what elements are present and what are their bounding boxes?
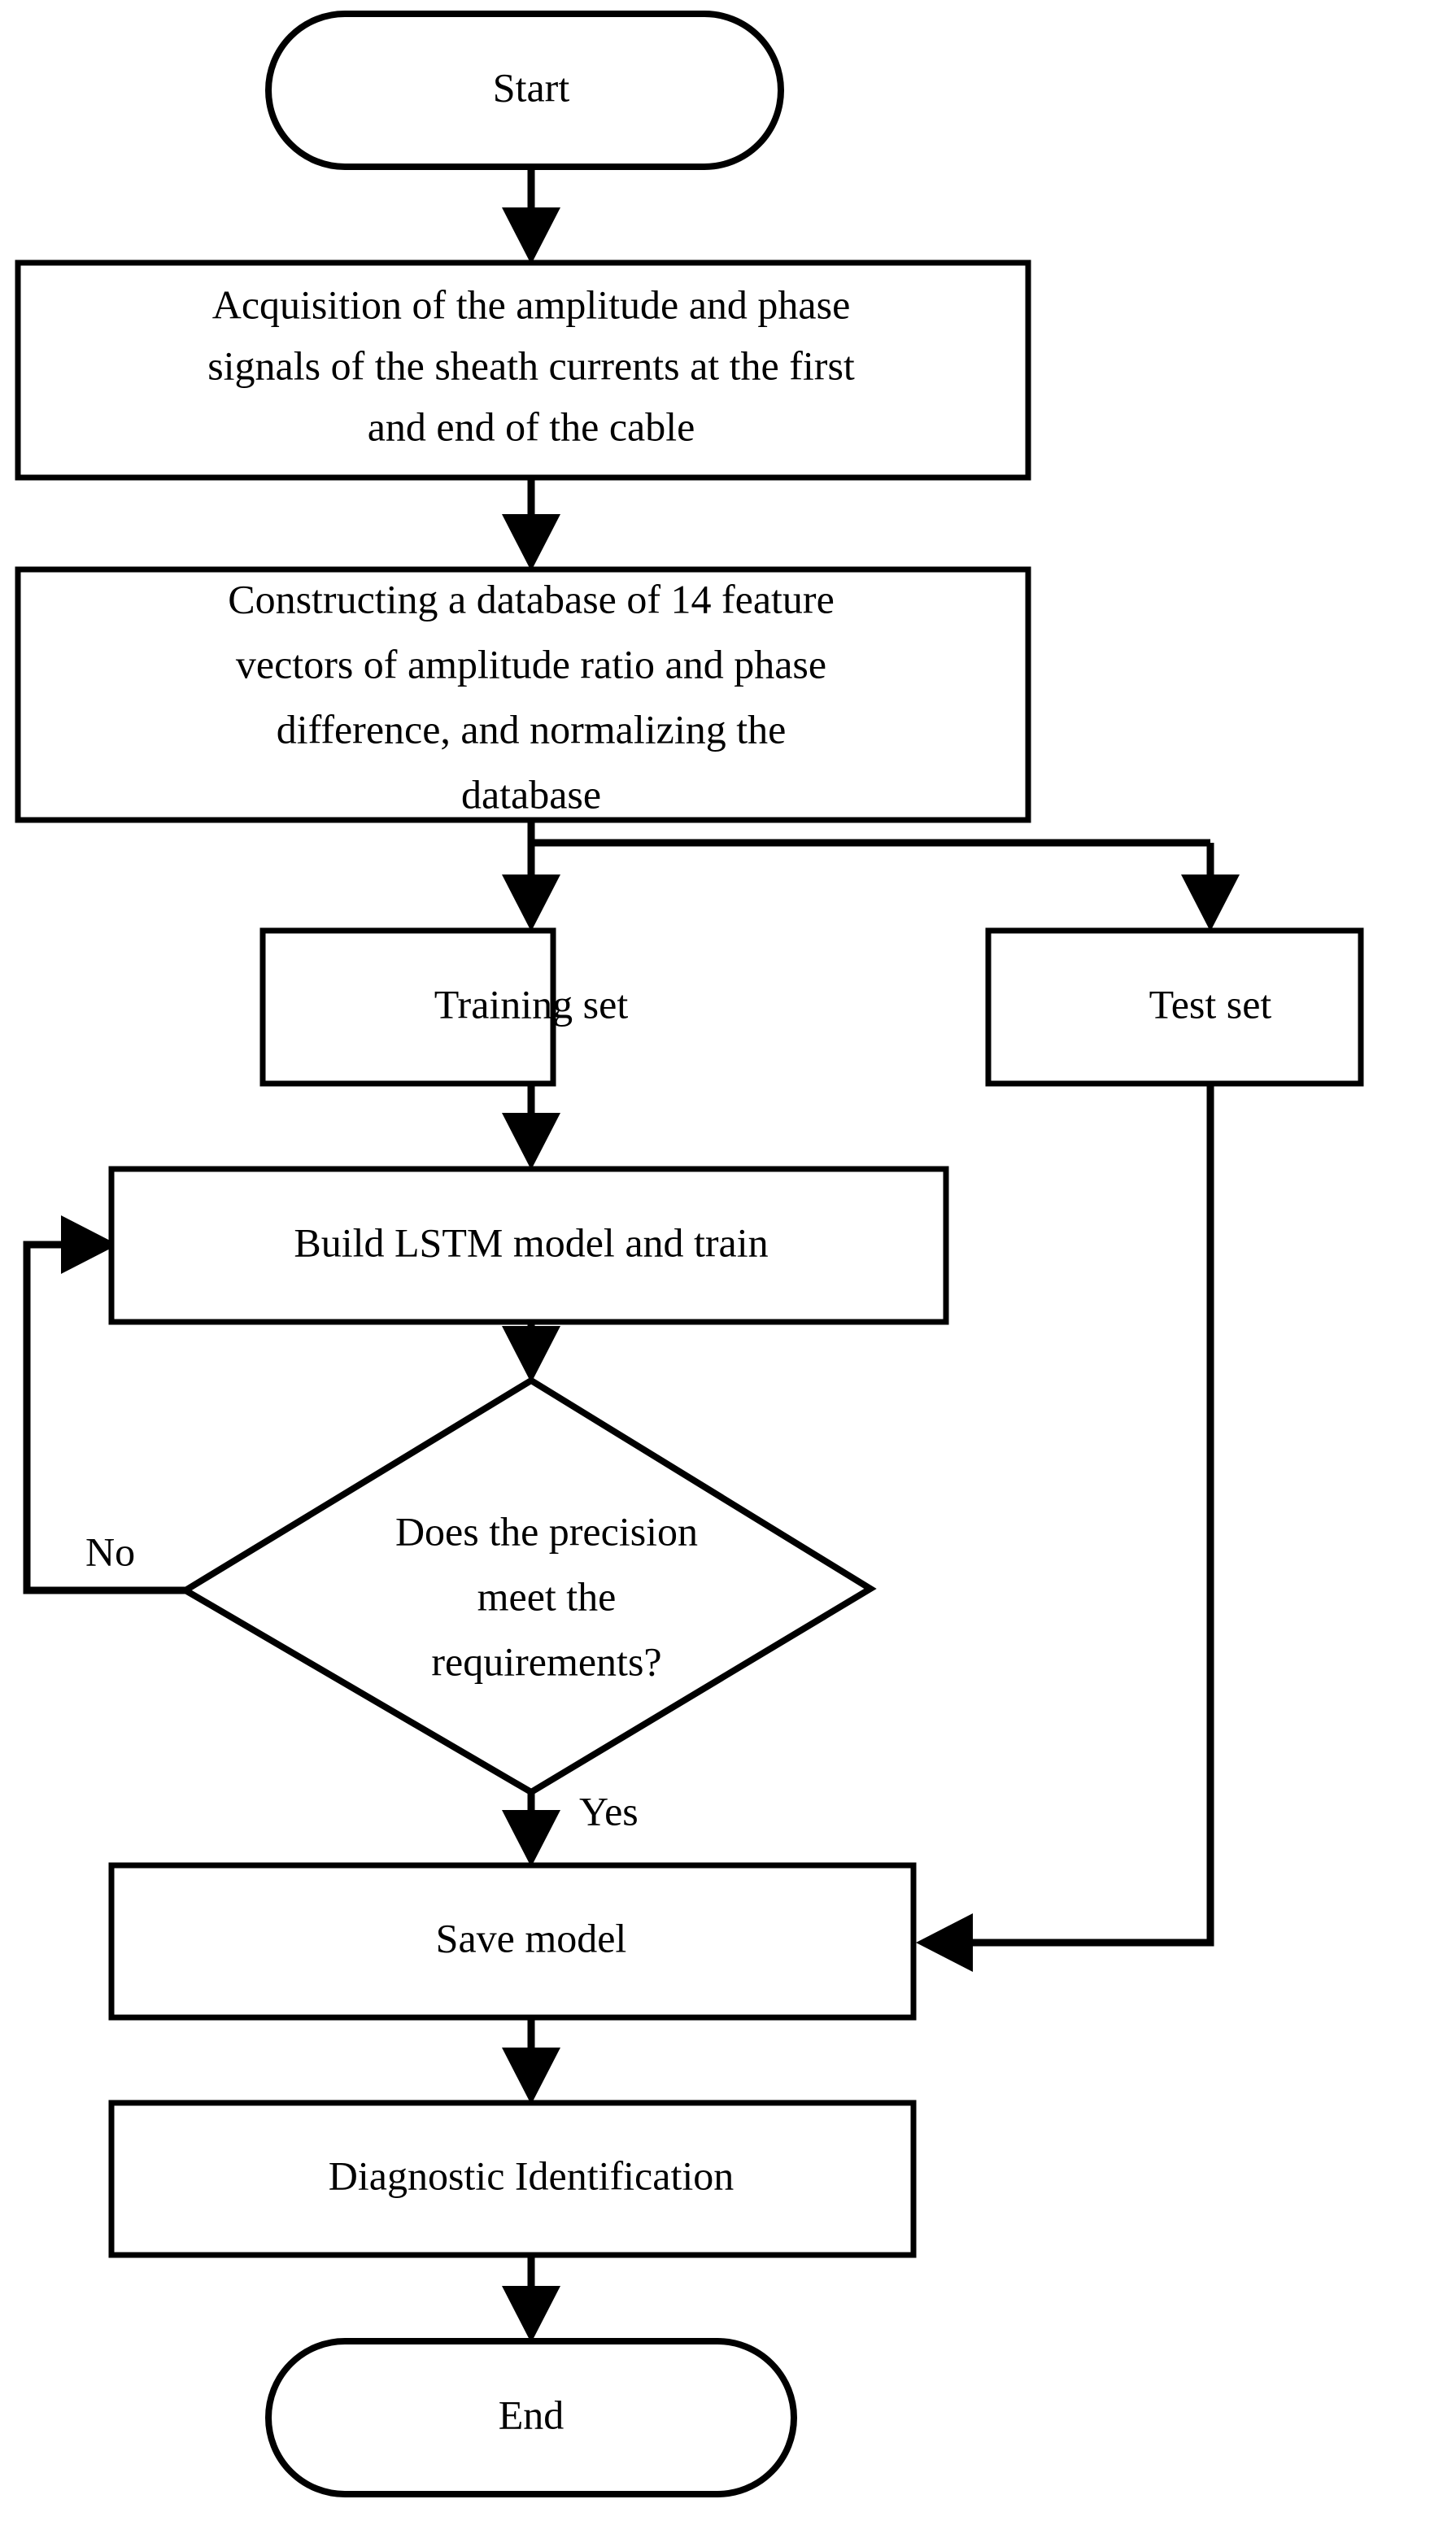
database-line-3: difference, and normalizing the: [277, 706, 787, 752]
node-acquisition[interactable]: Acquisition of the amplitude and phase s…: [15, 260, 1031, 481]
connector-build-lstm-to-decision: [502, 1322, 560, 1383]
end-shape: [265, 2338, 797, 2497]
save-model-shape: [108, 1862, 917, 2021]
database-line-1: Constructing a database of 14 feature: [228, 576, 835, 622]
edge-label-yes: Yes: [579, 1788, 639, 1834]
acquisition-line-2: signals of the sheath currents at the fi…: [207, 342, 855, 388]
training-set-label: Training set: [434, 981, 629, 1027]
connector-yes-to-save-model: [502, 1792, 560, 1867]
database-line-4: database: [461, 771, 601, 817]
test-set-shape: [985, 927, 1364, 1087]
database-shape: [15, 566, 1031, 823]
acquisition-line-1: Acquisition of the amplitude and phase: [212, 281, 851, 327]
edge-label-no: No: [85, 1529, 135, 1574]
diagnostic-identification-shape: [108, 2100, 917, 2258]
connector-training-to-build-lstm: [502, 1084, 560, 1170]
decision-line-1: Does the precision: [395, 1508, 698, 1554]
node-database[interactable]: Constructing a database of 14 feature ve…: [15, 566, 1031, 823]
build-lstm-shape: [108, 1166, 949, 1325]
save-model-label: Save model: [436, 1915, 627, 1961]
node-decision[interactable]: Does the precision meet the requirements…: [179, 1376, 877, 1796]
diagnostic-identification-label: Diagnostic Identification: [329, 2152, 734, 2198]
connector-database-split-bus: [527, 820, 1210, 847]
connector-test-set-to-save-model: [916, 1084, 1214, 1972]
training-set-shape: [259, 927, 556, 1087]
acquisition-line-3: and end of the cable: [368, 403, 695, 449]
connector-no-feedback-loop: [23, 1215, 185, 1594]
node-diagnostic-identification[interactable]: Diagnostic Identification: [108, 2100, 917, 2258]
start-shape: [265, 11, 784, 170]
connector-to-training-set: [502, 843, 560, 931]
decision-line-2: meet the: [477, 1573, 617, 1619]
acquisition-shape: [15, 260, 1031, 481]
build-lstm-label: Build LSTM model and train: [294, 1219, 768, 1265]
node-training-set[interactable]: Training set: [259, 927, 629, 1087]
node-end[interactable]: End: [265, 2338, 797, 2497]
connector-acquisition-to-database: [502, 478, 560, 571]
node-build-lstm[interactable]: Build LSTM model and train: [108, 1166, 949, 1325]
node-start[interactable]: Start: [265, 11, 784, 170]
connector-start-to-acquisition: [502, 167, 560, 264]
connector-save-model-to-diagnostic: [502, 2017, 560, 2104]
node-test-set[interactable]: Test set: [985, 927, 1364, 1087]
start-label: Start: [493, 64, 570, 110]
decision-shape: [179, 1376, 877, 1796]
node-save-model[interactable]: Save model: [108, 1862, 917, 2021]
end-label: End: [499, 2392, 565, 2437]
database-line-2: vectors of amplitude ratio and phase: [236, 641, 826, 687]
test-set-label: Test set: [1149, 981, 1272, 1027]
connector-to-test-set: [1181, 843, 1240, 931]
decision-line-3: requirements?: [431, 1638, 661, 1684]
connector-diagnostic-to-end: [502, 2255, 560, 2343]
